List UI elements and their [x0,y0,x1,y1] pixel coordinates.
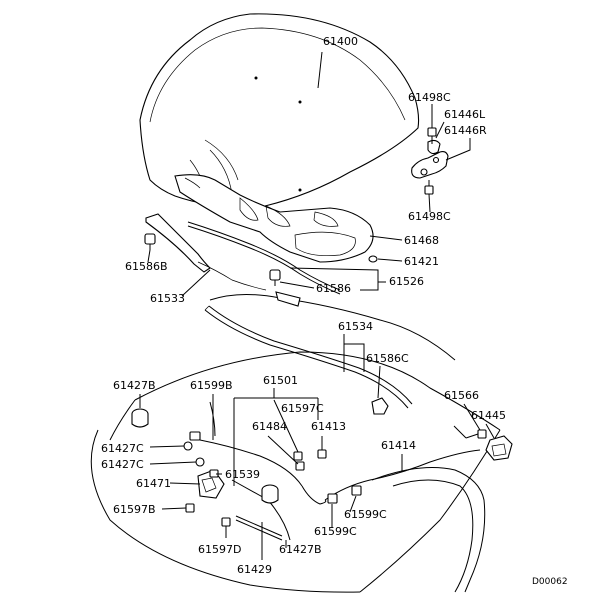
diagram-code: D00062 [532,577,568,587]
clip-part-61586 [269,269,281,286]
clip-part-61597b [185,503,195,513]
bolt-part-61498c-top [427,127,437,144]
clip-part-61484 [293,451,303,461]
part-label-l61586c: 61586C [366,352,409,365]
part-label-l61498c_b: 61498C [408,210,451,223]
clip-part-61421 [368,255,378,263]
part-label-l61427c_2: 61427C [101,458,144,471]
clip-part-61599c-left [327,493,338,504]
part-label-l61501: 61501 [263,374,298,387]
part-label-l61586: 61586 [316,282,351,295]
part-label-l61586b: 61586B [125,260,168,273]
stopper-part-61427b-top [131,408,149,428]
part-label-l61534: 61534 [338,320,373,333]
part-label-l61427c_1: 61427C [101,442,144,455]
part-label-l61421: 61421 [404,255,439,268]
part-label-l61597c: 61597C [281,402,324,415]
clip-part-61586c [371,397,389,415]
clip-part-61566 [453,425,487,439]
clip-part-61599b [189,431,201,441]
leader-lines [139,51,495,560]
clip-part-61586b [144,233,156,250]
part-label-l61471: 61471 [136,477,171,490]
part-label-l61526: 61526 [389,275,424,288]
vehicle-body-outline [90,293,501,593]
cap-part-61427c-2 [195,457,205,467]
part-label-l61498c_t: 61498C [408,91,451,104]
clip-part-61597d [221,517,231,534]
part-label-l61446l: 61446L [444,108,486,121]
clip-part-61599c-right [351,485,362,496]
rod-part-61429 [235,515,283,541]
part-label-l61533: 61533 [150,292,185,305]
part-label-l61400: 61400 [323,35,358,48]
part-label-l61484: 61484 [252,420,287,433]
weatherstrip-part-61534 [204,305,413,409]
part-label-l61413: 61413 [311,420,346,433]
part-label-l61599b: 61599B [190,379,233,392]
part-label-l61597d: 61597D [198,543,241,556]
part-label-l61445: 61445 [471,409,506,422]
part-label-l61427b_b: 61427B [279,543,322,556]
hood-hinge-part-61446 [411,139,449,179]
part-label-l61446r: 61446R [444,124,487,137]
part-label-l61599c_l: 61599C [314,525,357,538]
part-label-l61429: 61429 [237,563,272,576]
latch-part-61445 [485,435,513,461]
part-label-l61599c_r: 61599C [344,508,387,521]
part-label-l61597b: 61597B [113,503,156,516]
part-label-l61427b_t: 61427B [113,379,156,392]
part-number-labels: 61400 61498C 61446L 61446R 61498C 61468 61421 6… [101,35,506,576]
stopper-part-61427b-bottom [261,484,279,504]
clip-part-61413 [317,449,327,459]
part-label-l61414: 61414 [381,439,416,452]
hood-insulator-part-61468 [174,174,374,263]
hood-weatherstrip-part-61533 [145,213,301,307]
part-label-l61539: 61539 [225,468,260,481]
part-label-l61566: 61566 [444,389,479,402]
part-label-l61468: 61468 [404,234,439,247]
bolt-part-61498c-bottom [424,180,434,195]
cap-part-61427c-1 [183,441,193,451]
hood-seal-part-61526 [187,221,341,295]
